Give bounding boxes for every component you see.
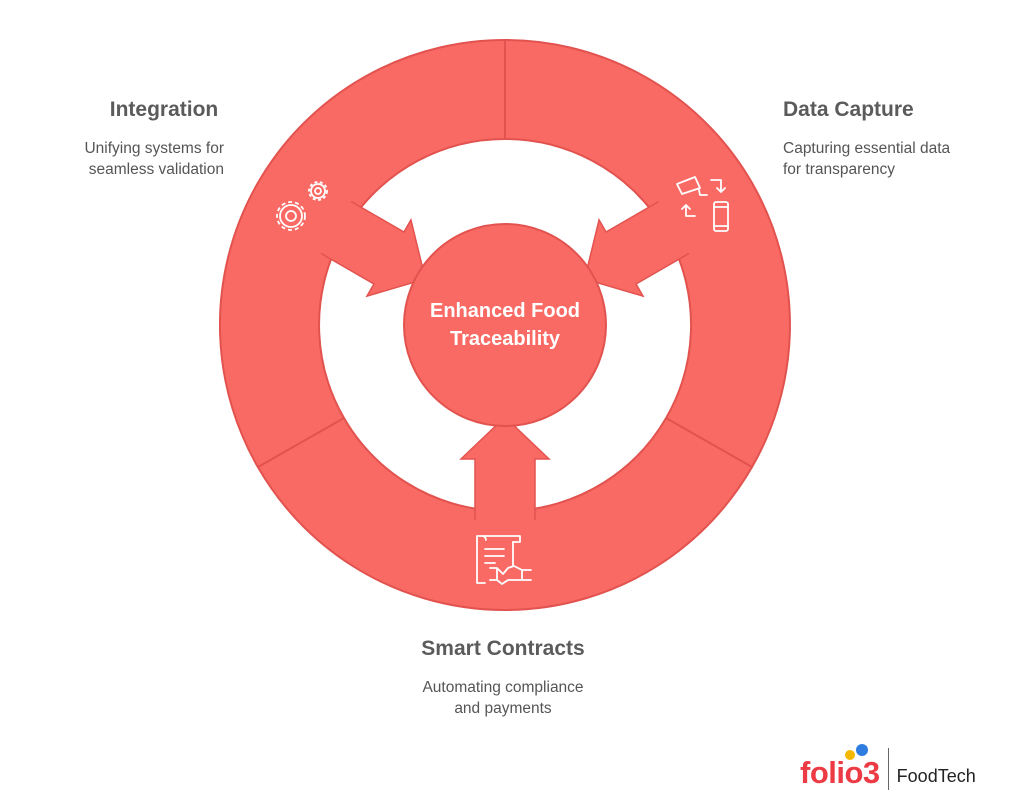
integration-desc-line1: Unifying systems for xyxy=(84,140,224,157)
data-capture-desc-line1: Capturing essential data xyxy=(783,140,951,157)
gears-icon xyxy=(276,181,328,231)
camera-phone-sync-icon xyxy=(676,176,729,232)
logo-blue-dot xyxy=(856,744,868,756)
integration-title: Integration xyxy=(109,98,219,121)
integration-description: Unifying systems for seamless validation xyxy=(24,138,224,180)
data-capture-title: Data Capture xyxy=(783,98,914,121)
center-title-line1: Enhanced Food xyxy=(430,300,580,322)
smart-contracts-description: Automating compliance and payments xyxy=(353,677,653,719)
smart-contracts-desc-line1: Automating compliance xyxy=(422,679,584,696)
logo-yellow-dot xyxy=(845,750,855,760)
smart-contracts-title: Smart Contracts xyxy=(421,637,585,660)
contract-handshake-icon xyxy=(476,535,532,585)
logo-brand-text: folio3 xyxy=(800,755,880,790)
logo-product: FoodTech xyxy=(896,766,976,786)
data-capture-desc-line2: for transparency xyxy=(783,161,895,178)
folio3-foodtech-logo: folio3 FoodTech xyxy=(800,742,976,790)
logo-separator xyxy=(887,748,889,790)
divider-left xyxy=(257,417,345,468)
divider-right xyxy=(665,417,753,468)
smart-contracts-desc-line2: and payments xyxy=(454,700,552,717)
center-title-line2: Traceability xyxy=(450,328,561,350)
data-capture-description: Capturing essential data for transparenc… xyxy=(783,138,950,180)
integration-desc-line2: seamless validation xyxy=(88,161,224,178)
center-circle xyxy=(403,223,607,427)
logo-brand: folio3 xyxy=(800,744,880,790)
arrow-smart-contracts xyxy=(459,415,551,520)
